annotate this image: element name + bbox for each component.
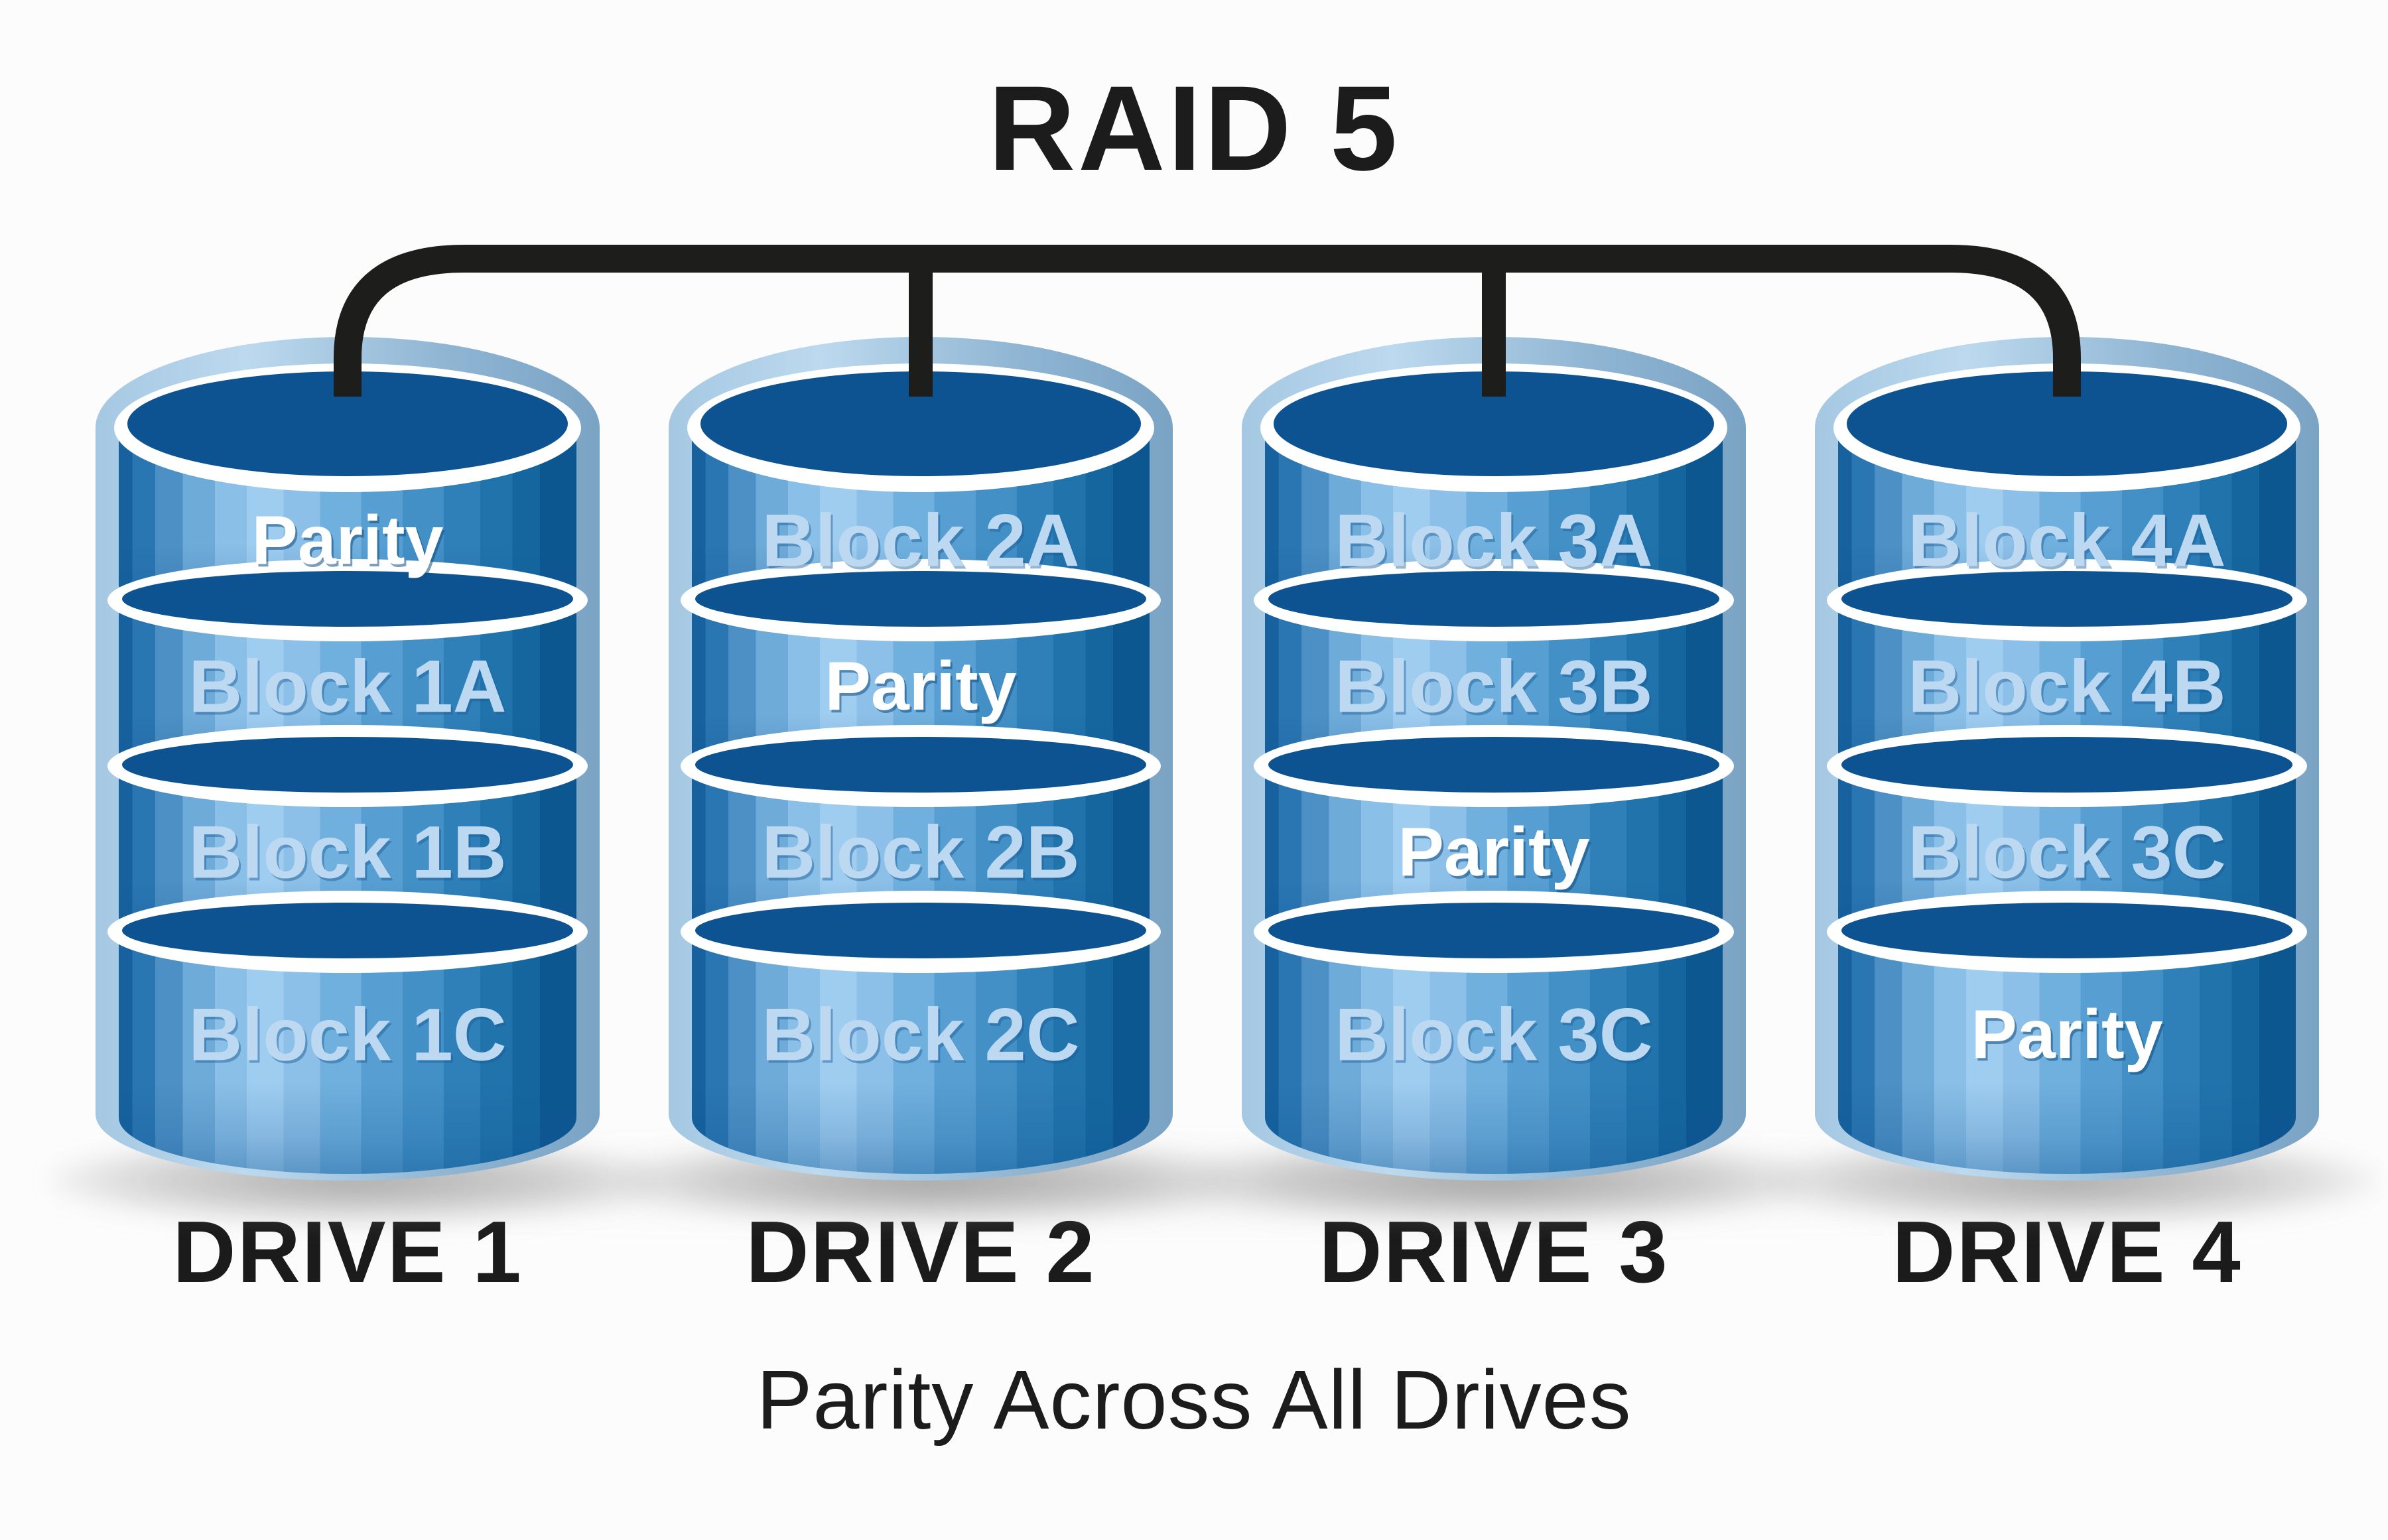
segment-label: Block 4B <box>1908 645 2225 728</box>
drive-3-cylinder: Block 3A Block 3B Parity Block 3C <box>1242 337 1746 1181</box>
segment-label: Block 1A <box>188 645 506 728</box>
segment-label: Block 3B <box>1335 645 1652 728</box>
page-title: RAID 5 <box>988 60 1400 196</box>
segment-label: Block 2C <box>762 994 1079 1076</box>
segment-label: Parity <box>1971 996 2162 1073</box>
segment-label: Block 3A <box>1335 499 1652 582</box>
segment-label: Parity <box>825 648 1016 725</box>
drive-4-cylinder: Block 4A Block 4B Block 3C Parity <box>1815 337 2319 1181</box>
drive-2-cylinder: Block 2A Parity Block 2B Block 2C <box>669 337 1173 1181</box>
segment-label: Block 4A <box>1908 499 2225 582</box>
bus-line <box>334 245 2081 397</box>
segment-label: Block 3C <box>1335 994 1652 1076</box>
segment-label: Parity <box>1398 814 1589 891</box>
segment-label: Block 1C <box>188 994 506 1076</box>
segment-label: Parity <box>251 502 443 579</box>
drive-1-cylinder: Parity Block 1A Block 1B Block 1C <box>96 337 600 1181</box>
segment-label: Block 3C <box>1908 811 2225 894</box>
segment-label: Block 2B <box>762 811 1079 894</box>
segment-label: Block 2A <box>762 499 1079 582</box>
segment-label: Block 1B <box>188 811 506 894</box>
diagram-caption: Parity Across All Drives <box>756 1353 1632 1446</box>
